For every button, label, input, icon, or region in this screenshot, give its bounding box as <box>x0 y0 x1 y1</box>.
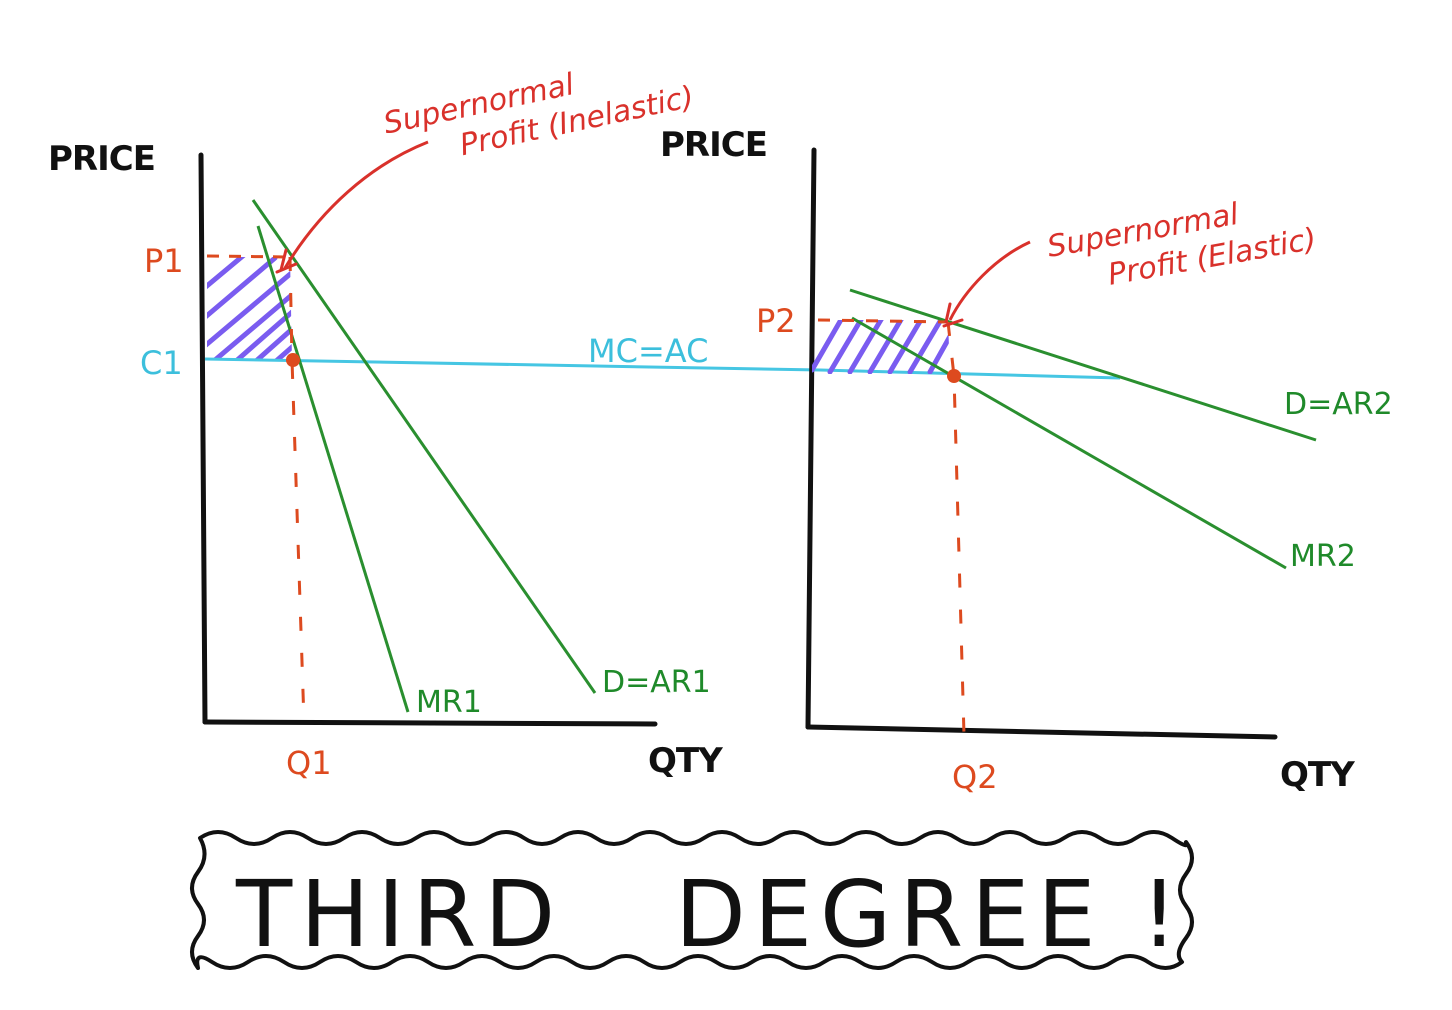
right-price-label: P2 <box>756 302 796 340</box>
banner-text: THIRD DEGREE ! <box>235 861 1186 968</box>
right-arrow-head <box>942 302 964 328</box>
left-profit-hatch <box>207 257 292 360</box>
right-quantity-label: Q2 <box>952 758 998 796</box>
left-price-dash <box>206 254 291 259</box>
banner-wavy-frame <box>190 830 1194 970</box>
left-mr-curve <box>256 225 410 713</box>
right-quantity-dash <box>946 321 966 736</box>
right-x-axis <box>805 724 1278 740</box>
left-mc-mr-point <box>286 353 300 367</box>
left-annotation: Supernormal Profit (Inelastic) <box>381 67 697 163</box>
right-y-axis <box>805 147 817 730</box>
left-quantity-label: Q1 <box>286 744 332 782</box>
right-y-axis-label: PRICE <box>660 125 767 165</box>
left-cost-label: C1 <box>140 344 183 382</box>
right-mr-curve <box>851 316 1287 570</box>
right-annotation: Supernormal Profit (Elastic) <box>1045 197 1319 293</box>
left-demand-curve <box>251 199 597 694</box>
right-profit-hatch <box>812 320 950 374</box>
cost-curve-line <box>204 357 1121 380</box>
right-mc-mr-point <box>947 369 961 383</box>
left-y-axis <box>198 152 208 725</box>
left-annotation-arrow <box>283 140 429 269</box>
left-quantity-dash <box>288 256 306 723</box>
left-price-label: P1 <box>144 242 184 280</box>
right-demand-label: D=AR2 <box>1284 387 1393 422</box>
left-graph: PRICE QTY P1 C1 Q1 MR1 D=AR1 Supernormal… <box>48 67 1121 782</box>
banner: THIRD DEGREE ! <box>190 830 1194 970</box>
left-x-axis <box>202 719 658 727</box>
right-annotation-arrow <box>948 240 1031 321</box>
left-y-axis-label: PRICE <box>48 139 155 179</box>
right-mr-label: MR2 <box>1290 539 1356 574</box>
left-mr-label: MR1 <box>416 685 482 720</box>
cost-curve-label: MC=AC <box>588 332 708 370</box>
left-demand-label: D=AR1 <box>602 665 711 700</box>
right-demand-curve <box>849 288 1317 442</box>
left-arrow-head <box>275 248 298 274</box>
right-x-axis-label: QTY <box>1280 755 1355 795</box>
left-x-axis-label: QTY <box>648 741 723 781</box>
